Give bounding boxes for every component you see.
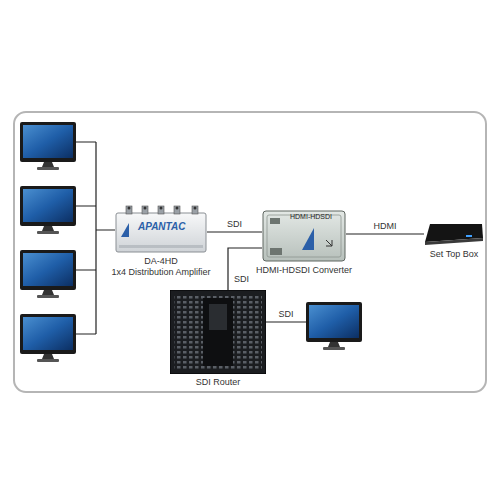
cable-label: HDMI	[372, 221, 399, 232]
caption-text: Set Top Box	[430, 249, 478, 260]
signal-cable	[207, 231, 262, 232]
caption-text: 1x4 Distribution Amplifier	[111, 267, 210, 278]
cable-label: SDI	[225, 219, 244, 230]
device-caption: DA-4HD1x4 Distribution Amplifier	[111, 256, 210, 278]
set-top-box: Set Top Box	[424, 222, 484, 246]
device-caption: Set Top Box	[430, 249, 478, 260]
device-caption: SDI Router	[196, 377, 241, 388]
cable-label: SDI	[232, 274, 251, 285]
monitor	[20, 186, 76, 234]
signal-cable	[346, 233, 424, 234]
monitor	[306, 302, 362, 350]
monitor	[20, 314, 76, 362]
device-marking: HDMI-HDSDI	[290, 213, 332, 220]
device-art	[424, 222, 484, 246]
signal-label: SDI	[276, 309, 295, 320]
device-caption: HDMI-HDSDI Converter	[256, 265, 352, 276]
monitor	[20, 250, 76, 298]
monitor	[20, 122, 76, 170]
caption-text: SDI Router	[196, 377, 241, 388]
device-art	[170, 290, 266, 374]
caption-text: DA-4HD	[111, 256, 210, 267]
caption-text: HDMI-HDSDI Converter	[256, 265, 352, 276]
sdi-router: SDI Router	[170, 290, 266, 374]
brand-logo: APANTAC	[138, 221, 185, 232]
frame	[14, 112, 486, 392]
